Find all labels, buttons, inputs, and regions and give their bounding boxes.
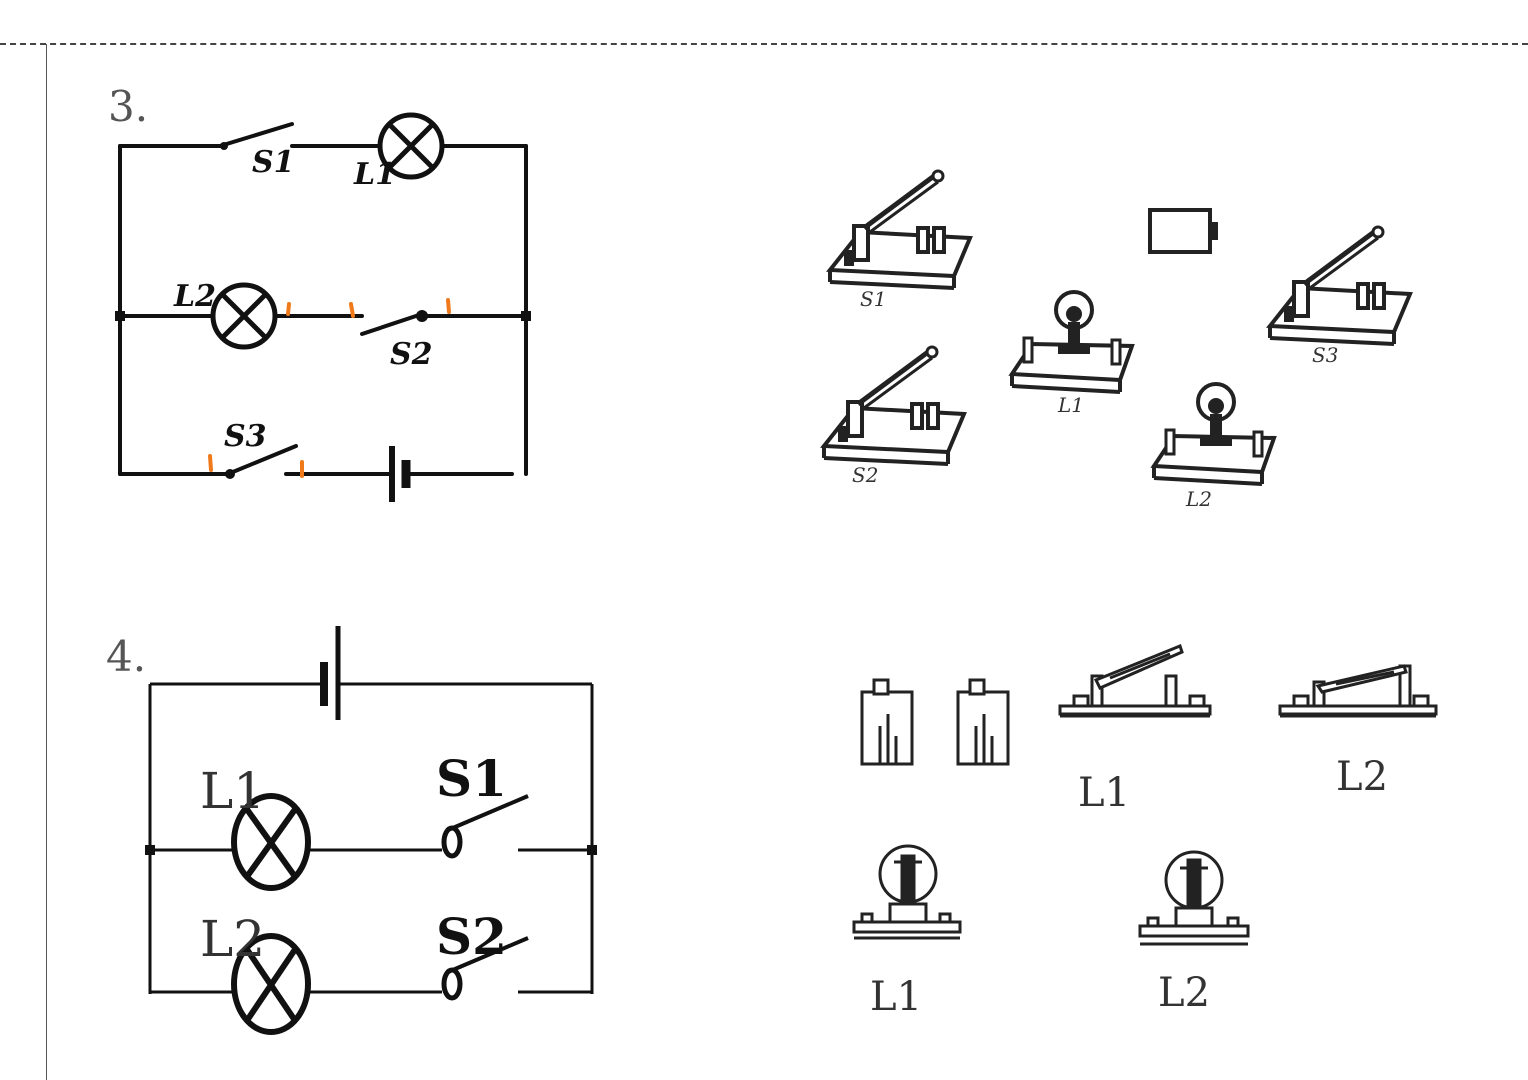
q4-label-l1: L1 (200, 762, 265, 820)
q4-switch-s1-symbol (441, 794, 529, 859)
q3-s2-switch-lever (360, 312, 424, 336)
margin-line (46, 44, 47, 1080)
q3-part-bulb-l1 (1010, 290, 1134, 394)
question-3-number: 3. (108, 82, 149, 131)
q3-label-l2: L2 (173, 279, 216, 314)
q4-switch-s2-symbol (441, 936, 529, 1001)
q3-part-label-s1: S1 (860, 287, 886, 311)
q3-part-switch-s2 (824, 347, 964, 464)
q3-battery-symbol (389, 446, 411, 502)
q3-part-label-s3: S3 (1312, 343, 1338, 367)
q4-part-battery-2 (956, 678, 1010, 766)
q4-part-bulb-1 (852, 844, 962, 940)
q3-junction-dots (115, 142, 531, 479)
q3-part-label-l2: L2 (1185, 487, 1212, 511)
q4-part-label-sw1: L1 (1078, 770, 1130, 816)
q4-part-battery-1 (860, 678, 914, 766)
q3-part-label-s2: S2 (852, 463, 878, 487)
q4-parts-drawing: L1 L2 L1 L2 (852, 644, 1438, 1020)
q3-part-bulb-l2 (1152, 382, 1276, 486)
q4-part-bulb-2 (1138, 850, 1250, 946)
q3-s1-switch-lever (218, 122, 294, 148)
q4-part-switch-2 (1278, 664, 1438, 718)
q4-battery-symbol (320, 626, 341, 720)
q3-label-s2: S2 (390, 337, 433, 372)
q3-part-battery (1148, 208, 1218, 254)
q3-part-label-l1: L1 (1057, 393, 1084, 417)
q4-part-label-bulb2: L2 (1158, 970, 1210, 1016)
q4-label-s1: S1 (436, 749, 507, 808)
q3-s3-switch-lever (226, 444, 298, 476)
q3-parts-drawing: S1 S2 S3 L1 L2 (810, 160, 1440, 511)
q3-label-s3: S3 (224, 419, 267, 454)
q3-label-s1: S1 (252, 145, 295, 180)
q3-orange-annotations (208, 298, 451, 478)
q4-part-switch-1 (1058, 644, 1212, 718)
q4-circuit-diagram: L1 L2 S1 S2 (145, 626, 597, 1035)
q4-lamp-l1-symbol (231, 793, 311, 891)
q4-part-label-sw2: L2 (1336, 754, 1388, 800)
q4-lamp-l2-symbol (231, 933, 311, 1035)
q4-label-s2: S2 (436, 907, 507, 966)
q3-label-l1: L1 (353, 157, 396, 192)
question-4-number: 4. (106, 632, 147, 681)
q3-lamp-l2-symbol (210, 282, 278, 350)
q3-lamp-l1-symbol (377, 112, 445, 180)
q4-label-l2: L2 (200, 910, 265, 968)
q4-junction-dots (145, 845, 597, 855)
dashed-cut-line (0, 43, 1528, 45)
q3-circuit-diagram: S1 L1 L2 S2 S3 (115, 112, 531, 502)
q3-part-switch-s3 (1270, 227, 1410, 344)
q3-part-switch-s1 (830, 171, 970, 288)
q4-part-label-bulb1: L1 (870, 974, 922, 1020)
